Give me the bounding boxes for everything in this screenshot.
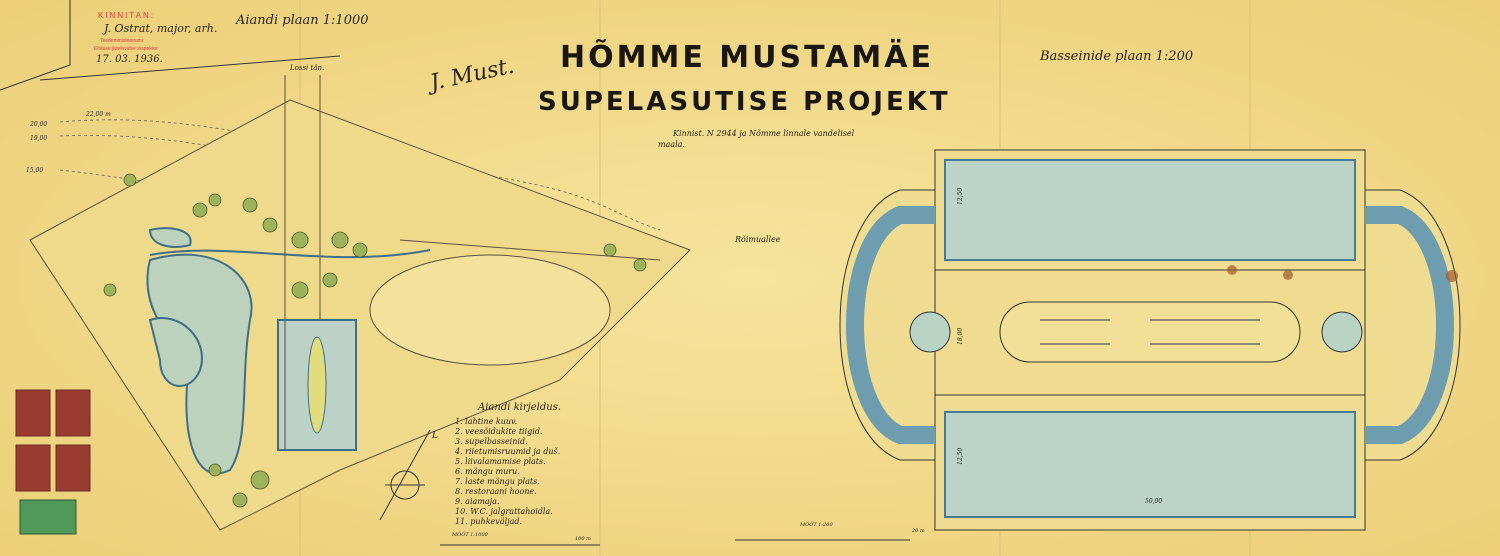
pool-scale-label: MÕÕT 1:200	[799, 520, 833, 528]
stamp-date: 17. 03. 1936.	[96, 54, 163, 65]
legend-item: 2. veesõidukite tiigid.	[454, 427, 543, 436]
fountain	[1321, 311, 1363, 353]
dim-length: 50,00	[1145, 498, 1162, 505]
legend-item: 4. riietumisruumid ja duš.	[454, 447, 560, 456]
stamp-line2: Ehituse järelevalve inspektor	[94, 46, 158, 52]
park-scale-end: 100 m	[575, 536, 591, 542]
play-lawn	[369, 254, 611, 366]
revenue-stamps	[15, 389, 91, 535]
north-arrow-icon	[379, 429, 431, 521]
contour-label: 22,00 m	[85, 111, 111, 118]
contour-label: 20,00	[29, 121, 47, 128]
pool-plan-heading: Basseinide plaan 1:200	[1039, 49, 1193, 64]
title-line1: HÕMME MUSTAMÄE	[560, 38, 934, 75]
pool-plan: Basseinide plaan 1:200 12,50 18,00 12,50…	[735, 49, 1461, 541]
contour-label: 19,00	[30, 135, 47, 142]
legend-item: 8. restoraani hoone.	[455, 487, 537, 496]
central-building	[999, 301, 1301, 363]
legend-item: 1. lahtine kuuv.	[455, 417, 517, 426]
trees	[103, 173, 647, 508]
street-label: Lossi tän.	[289, 64, 324, 72]
legend-item: 9. aiamaja.	[455, 497, 499, 506]
legend-heading: Aiandi kirjeldus.	[477, 402, 561, 413]
stamp-line1: Teedeministeeriumi	[100, 38, 143, 44]
pool-scale-end: 20 m	[911, 528, 925, 534]
legend-item: 3. supelbasseinid.	[455, 437, 528, 446]
dim-bottom: 12,50	[957, 448, 964, 465]
park-scale-label: MÕÕT 1:1000	[451, 530, 489, 538]
stains	[1227, 265, 1458, 282]
stamp-header: KINNITAN:	[98, 11, 155, 20]
title-line2: SUPELASUTISE PROJEKT	[538, 87, 951, 117]
north-label: L	[431, 431, 438, 441]
pool-lower	[944, 411, 1356, 518]
fountain	[909, 311, 951, 353]
dim-mid: 18,00	[957, 328, 964, 345]
park-plan: Aiandi plaan 1:1000 Lossi tän. Rõimualle…	[0, 0, 781, 546]
subtitle-line2: maala.	[658, 140, 685, 149]
approval-stamp: KINNITAN: J. Ostrat, major, arh. Teedemi…	[94, 11, 217, 65]
legend: Aiandi kirjeldus. 1. lahtine kuuv. 2. ve…	[454, 402, 561, 526]
stamp-signature: J. Ostrat, major, arh.	[102, 22, 217, 35]
legend-item: 5. liivalamamise plats.	[455, 457, 546, 466]
legend-item: 6. mängu muru.	[455, 467, 520, 476]
subtitle-line1: Kinnist. N 2944 ja Nõmme linnale vandeli…	[672, 129, 855, 138]
dim-top: 12,50	[957, 188, 964, 205]
alley-label: Rõimuallee	[734, 235, 781, 244]
pool-upper	[944, 159, 1356, 261]
legend-item: 11. puhkeväljad.	[455, 517, 522, 526]
contour-label: 15,00	[26, 167, 43, 174]
legend-item: 10. W.C. jalgrattahoidla.	[455, 507, 553, 516]
legend-item: 7. laste mängu plats.	[455, 477, 540, 486]
park-plan-heading: Aiandi plaan 1:1000	[235, 13, 369, 28]
